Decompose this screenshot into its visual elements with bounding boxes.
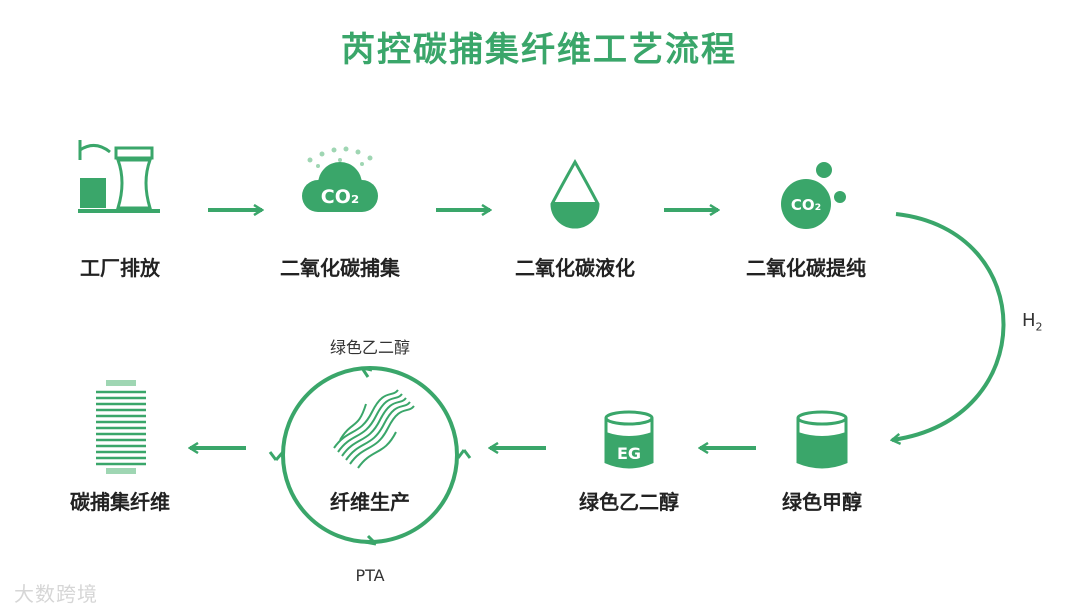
co2-cloud-icon — [302, 146, 378, 212]
step-label-co2-capture: 二氧化碳捕集 — [280, 256, 400, 280]
step-label-fiber-production: 纤维生产 — [330, 490, 410, 514]
fiber-cycle-icon — [268, 366, 472, 546]
step-label-co2-liquefaction: 二氧化碳液化 — [515, 256, 635, 280]
step-label-factory-emission: 工厂排放 — [80, 256, 160, 280]
eg-cup-icon — [604, 410, 654, 469]
page-title: 芮控碳捕集纤维工艺流程 — [341, 30, 737, 70]
step-label-green-eg: 绿色乙二醇 — [579, 490, 679, 514]
methanol-cup-icon — [796, 410, 848, 469]
step-label-green-methanol: 绿色甲醇 — [782, 490, 862, 514]
co2-bubble-icon — [781, 162, 846, 229]
step-label-carbon-capture-fiber: 碳捕集纤维 — [70, 490, 170, 514]
h2-connector-arrow — [892, 212, 1006, 440]
co2-bubble-text: CO₂ — [791, 196, 821, 214]
co2-cloud-text: CO₂ — [321, 186, 359, 208]
yarn-spool-icon — [96, 380, 146, 474]
cycle-input-bottom-label: PTA — [355, 566, 385, 585]
watermark: 大数跨境 — [14, 582, 98, 606]
h2-label: H2 — [1022, 310, 1043, 334]
step-label-co2-purification: 二氧化碳提纯 — [746, 256, 866, 280]
factory-icon — [78, 140, 160, 213]
eg-cup-text: EG — [617, 444, 641, 463]
cycle-input-top-label: 绿色乙二醇 — [329, 338, 411, 357]
droplet-icon — [550, 158, 600, 229]
